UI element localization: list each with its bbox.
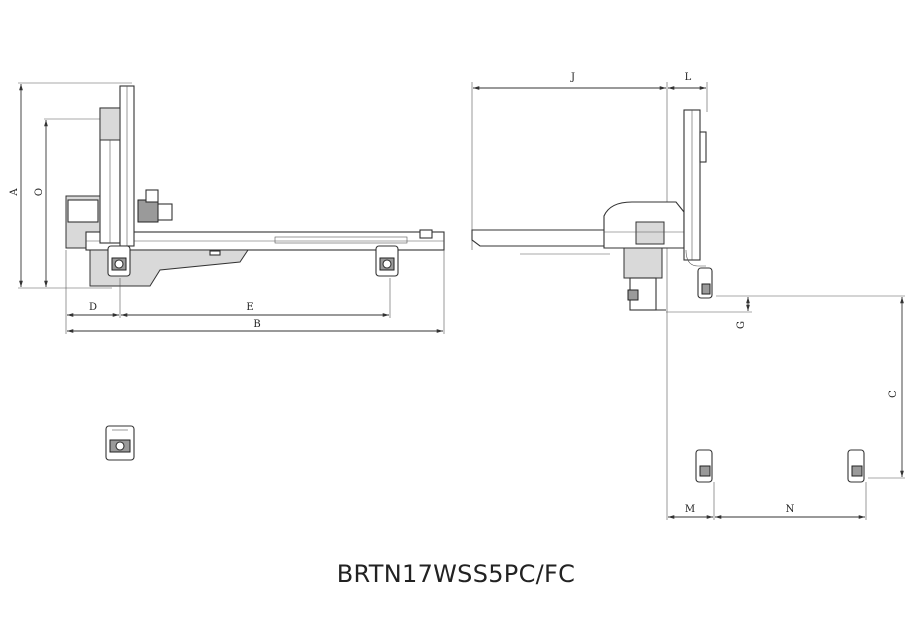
front-view: A O (9, 82, 445, 334)
dimension-a-label: A (9, 188, 20, 197)
dimension-b: B (67, 319, 443, 333)
dimension-j: J (473, 72, 666, 90)
dimension-j-label: J (570, 72, 575, 83)
dimension-m: M (668, 504, 713, 519)
dimension-c: C (888, 297, 904, 477)
dimension-n: N (715, 504, 865, 519)
dimension-d: D (67, 302, 119, 317)
side-gripper-right (847, 449, 865, 483)
dimension-o: O (34, 120, 48, 287)
dimension-o-label: O (34, 188, 45, 196)
front-gripper-right (375, 245, 399, 277)
dimension-d-label: D (89, 302, 97, 313)
dimension-c-label: C (888, 390, 899, 398)
dimension-n-label: N (786, 504, 795, 515)
dimension-l-label: L (685, 72, 692, 83)
dimension-g: G (736, 297, 750, 329)
side-view: J L (471, 72, 905, 520)
dimension-l: L (668, 72, 706, 90)
dimension-g-label: G (736, 321, 747, 329)
front-gripper-left (107, 245, 131, 277)
dimension-b-label: B (253, 319, 260, 330)
dimension-e: E (121, 302, 389, 317)
model-name: BRTN17WSS5PC/FC (336, 560, 576, 588)
side-gripper-left (695, 449, 713, 483)
dimension-e-label: E (246, 302, 253, 313)
dimension-m-label: M (685, 504, 695, 515)
dimension-a: A (9, 84, 23, 287)
side-gripper-arm (697, 267, 713, 299)
gripper-symbol (105, 425, 135, 461)
